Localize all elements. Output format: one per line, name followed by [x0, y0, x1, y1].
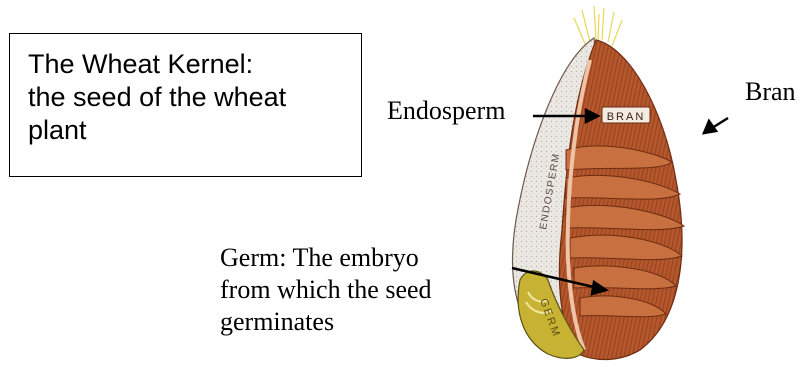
germ-label-line-2: from which the seed [220, 274, 432, 306]
endosperm-label: Endosperm [387, 95, 505, 127]
bran-tag-text: BRAN [607, 111, 646, 123]
bran-label: Bran [745, 76, 796, 108]
bran-arrow [704, 118, 728, 133]
germ-label-line-1: Germ: The embryo [220, 242, 432, 274]
germ-label: Germ: The embryo from which the seed ger… [220, 242, 432, 338]
germ-label-line-3: germinates [220, 306, 432, 338]
